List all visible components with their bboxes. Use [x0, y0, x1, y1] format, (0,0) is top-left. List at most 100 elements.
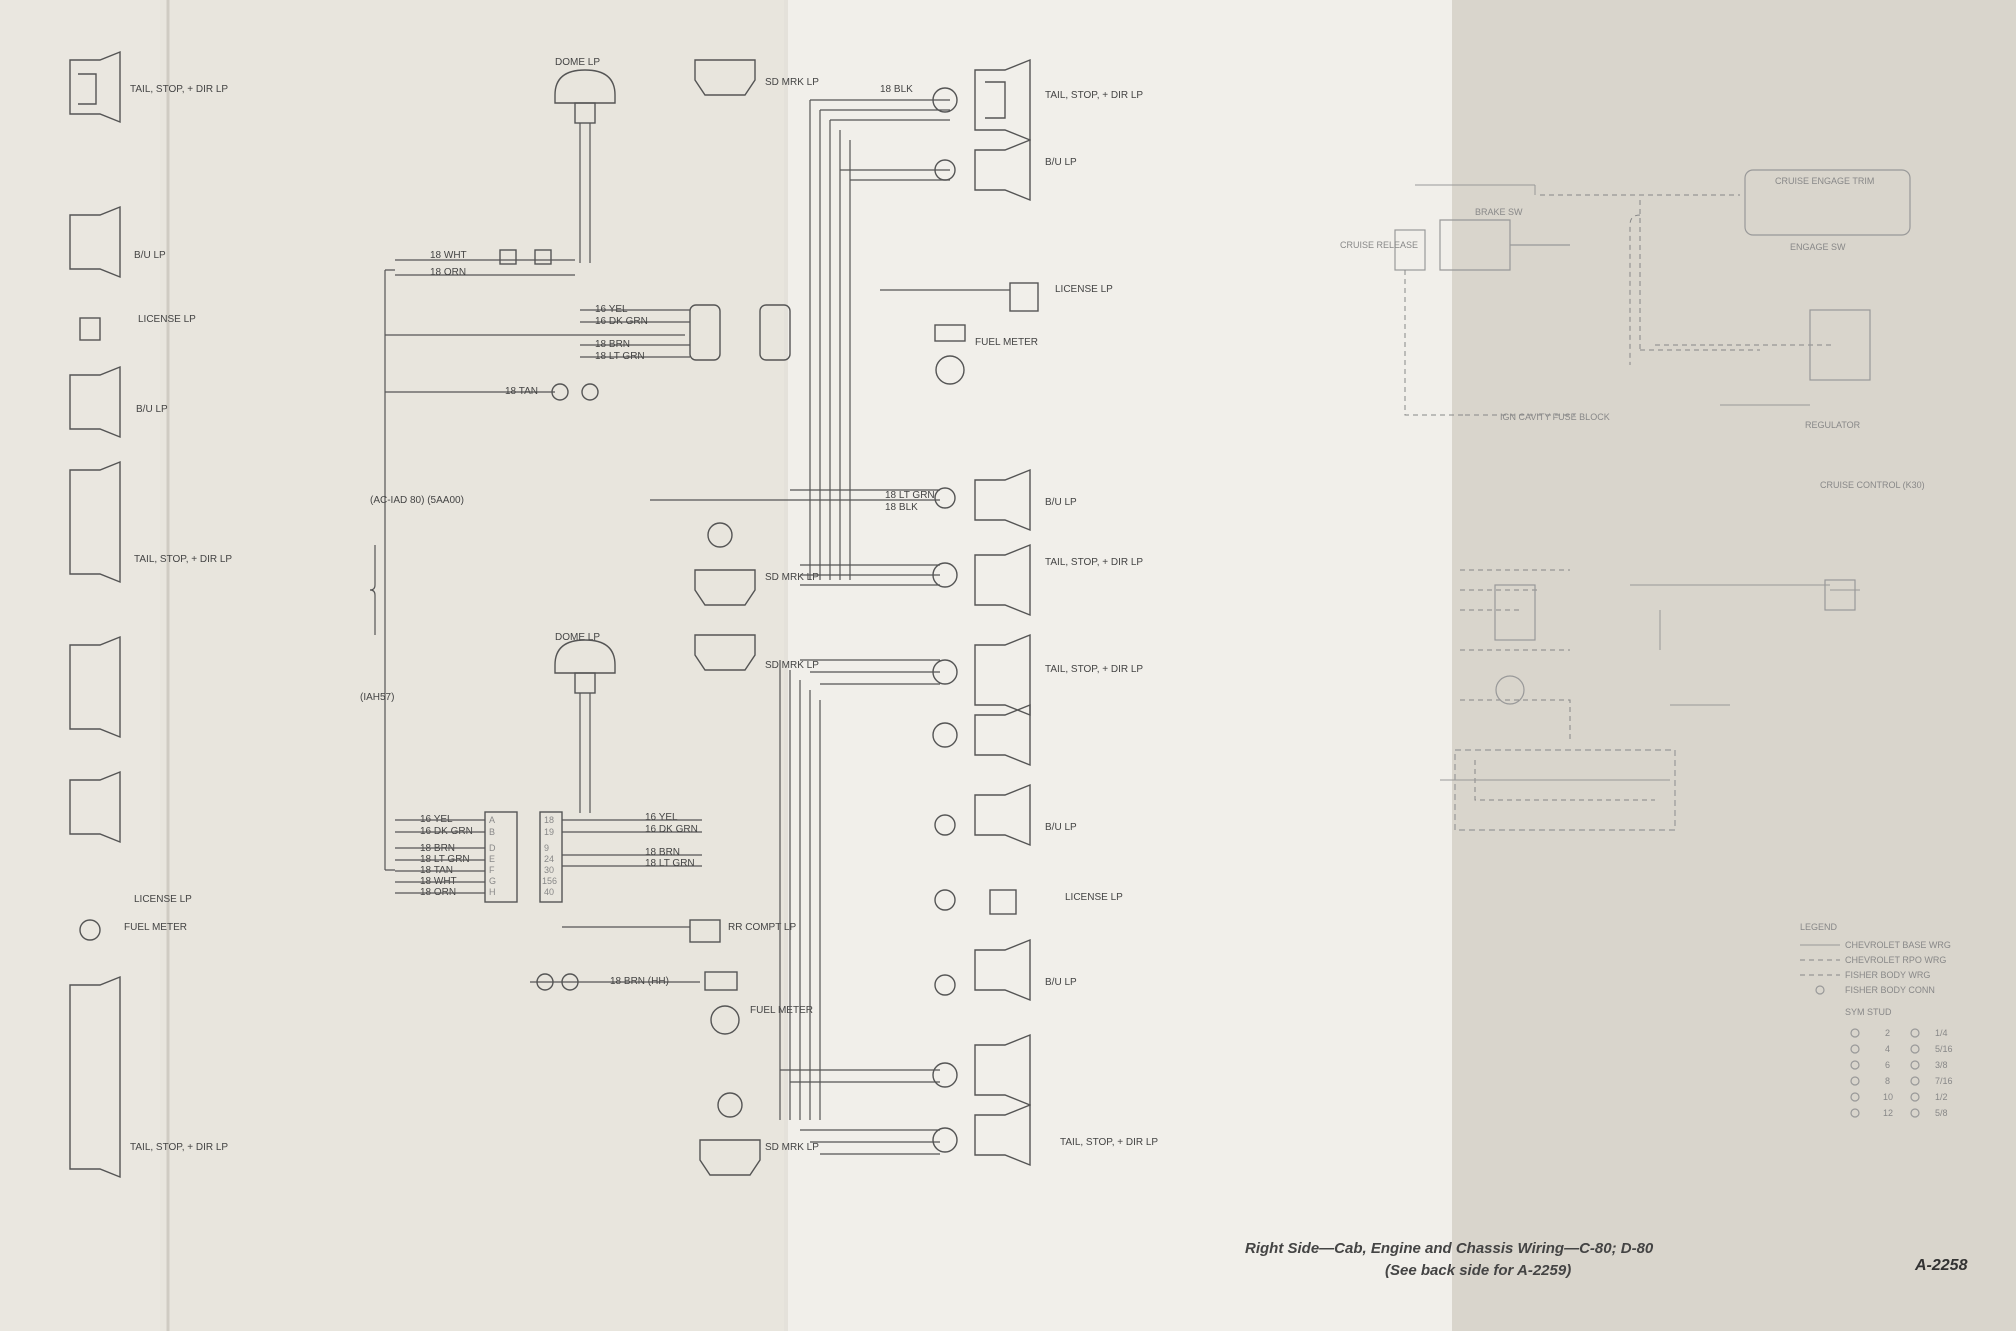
license-lamp-bottom	[989, 889, 1017, 915]
splice-connector-2	[759, 304, 791, 361]
cruise-release-label: CRUISE RELEASE	[1340, 240, 1418, 250]
pin-d: D	[489, 843, 496, 853]
num-156: 156	[542, 876, 557, 886]
legend-sym-header: SYM STUD	[1845, 1007, 1892, 1017]
sd-mrk-lamp-3	[694, 634, 756, 671]
stud-5-16: 5/16	[1935, 1044, 1953, 1054]
license-lamp-top	[1009, 282, 1039, 312]
stud-4: 4	[1885, 1044, 1890, 1054]
fuel-meter-top	[935, 355, 965, 385]
pin-h: H	[489, 887, 496, 897]
stud-8: 8	[1885, 1076, 1890, 1086]
bu-lp-2-label: B/U LP	[1045, 497, 1077, 508]
bu-lp-3-label: B/U LP	[1045, 822, 1077, 833]
fuel-meter-bottom-label: FUEL METER	[750, 1005, 813, 1016]
option-iah-label: (IAH57)	[360, 692, 394, 703]
bu-lp-1-label: B/U LP	[1045, 157, 1077, 168]
num-40: 40	[544, 887, 554, 897]
wire-blk-bu2: 18 BLK	[885, 502, 918, 513]
bu-lamp-4	[974, 938, 1031, 1002]
num-18: 18	[544, 815, 554, 825]
bu-lamp-3	[974, 783, 1031, 847]
tail-stop-1-label: TAIL, STOP, + DIR LP	[1045, 90, 1143, 101]
num-9: 9	[544, 843, 549, 853]
wire-16-dk-grn-label: 16 DK GRN	[595, 316, 648, 327]
legend-item-fisher-conn: FISHER BODY CONN	[1845, 985, 1935, 995]
bw-r-18-lt-grn: 18 LT GRN	[645, 858, 695, 869]
sheet-number: A-2258	[1914, 1257, 1968, 1274]
dome-lamp-bottom-symbol	[554, 639, 616, 674]
bw-r-16-dk-grn: 16 DK GRN	[645, 824, 698, 835]
rr-compt-lamp	[689, 919, 721, 943]
pin-e: E	[489, 854, 495, 864]
dome-lp-bottom-label: DOME LP	[555, 632, 600, 643]
fuel-meter-top-label: FUEL METER	[975, 337, 1038, 348]
legend-stud-table: 2 4 6 8 10 12 1/4 5/16 3/8 7/16 1/2 5/8	[1850, 1028, 1953, 1118]
cruise-control-label: CRUISE CONTROL (K30)	[1820, 480, 1925, 490]
wire-top-blk-label: 18 BLK	[880, 84, 913, 95]
wire-lt-grn-bu2: 18 LT GRN	[885, 490, 935, 501]
sd-mrk-lp-1-label: SD MRK LP	[765, 77, 819, 88]
num-19: 19	[544, 827, 554, 837]
left-label-bu-lp-2: B/U LP	[136, 404, 168, 415]
stud-10: 10	[1883, 1092, 1893, 1102]
pin-a: A	[489, 815, 495, 825]
diagram-caption-line1: Right Side—Cab, Engine and Chassis Wirin…	[1245, 1240, 1654, 1257]
legend-item-base: CHEVROLET BASE WRG	[1845, 940, 1951, 950]
num-24: 24	[544, 854, 554, 864]
pin-g: G	[489, 876, 496, 886]
left-label-tail-stop: TAIL, STOP, + DIR LP	[130, 84, 228, 95]
brake-sw-label: BRAKE SW	[1475, 207, 1523, 217]
sd-mrk-lamp-1	[694, 59, 756, 96]
bottom-circuit: DOME LP SD MRK LP A B D E F G H 18 19 9 …	[395, 632, 1158, 1176]
cruise-switch-box	[1744, 169, 1911, 236]
wire-18-wht-label: 18 WHT	[430, 250, 467, 261]
wire-18-lt-grn-label: 18 LT GRN	[595, 351, 645, 362]
left-label-tail-stop-2: TAIL, STOP, + DIR LP	[134, 554, 232, 565]
stud-3-8: 3/8	[1935, 1060, 1948, 1070]
bu-lamp-1	[974, 138, 1031, 202]
license-lp-bottom-label: LICENSE LP	[1065, 892, 1123, 903]
option-ac-label: (AC-IAD 80) (5AA00)	[370, 495, 464, 506]
tail-stop-3-label: TAIL, STOP, + DIR LP	[1045, 664, 1143, 675]
bu-lamp-2	[974, 468, 1031, 532]
sd-mrk-lp-3-label: SD MRK LP	[765, 660, 819, 671]
stud-12: 12	[1883, 1108, 1893, 1118]
top-circuit: DOME LP SD MRK LP 18 WHT 18 ORN 16 YEL 1…	[360, 57, 1143, 871]
stud-1-4: 1/4	[1935, 1028, 1948, 1038]
left-label-tail-stop-3: TAIL, STOP, + DIR LP	[130, 1142, 228, 1153]
cruise-switch-header: CRUISE ENGAGE TRIM	[1775, 176, 1874, 186]
legend-item-rpo: CHEVROLET RPO WRG	[1845, 955, 1946, 965]
sd-mrk-lp-4-label: SD MRK LP	[765, 1142, 819, 1153]
stud-1-2: 1/2	[1935, 1092, 1948, 1102]
pin-f: F	[489, 865, 495, 875]
dome-lamp-top-symbol	[554, 69, 616, 104]
connector-block-right	[539, 811, 563, 903]
center-right-panel	[786, 0, 1452, 1331]
wire-16-yel-label: 16 YEL	[595, 304, 628, 315]
fuel-meter-bottom	[710, 1005, 740, 1035]
tail-stop-2-label: TAIL, STOP, + DIR LP	[1045, 557, 1143, 568]
connector-block-left	[484, 811, 518, 903]
pin-b: B	[489, 827, 495, 837]
tail-stop-lamp-3b	[974, 703, 1031, 767]
left-label-fuel-meter: FUEL METER	[124, 922, 187, 933]
legend-title: LEGEND	[1800, 922, 1838, 932]
wire-18-brn-label: 18 BRN	[595, 339, 630, 350]
tail-stop-4-label: TAIL, STOP, + DIR LP	[1060, 1137, 1158, 1148]
bw-r-16-yel: 16 YEL	[645, 812, 678, 823]
wire-18-tan-label: 18 TAN	[505, 386, 538, 397]
bw-r-18-brn: 18 BRN	[645, 847, 680, 858]
left-label-bu-lp: B/U LP	[134, 250, 166, 261]
regulator-box	[1809, 309, 1871, 381]
rr-compt-lp-label: RR COMPT LP	[728, 922, 796, 933]
wire-18-tan-hot-label: 18 BRN (HH)	[610, 976, 669, 987]
left-page-panel	[0, 0, 168, 1331]
tail-stop-lamp-2	[974, 543, 1031, 617]
sd-mrk-lp-2-label: SD MRK LP	[765, 572, 819, 583]
stud-5-8: 5/8	[1935, 1108, 1948, 1118]
legend: LEGEND CHEVROLET BASE WRG CHEVROLET RPO …	[1800, 922, 1953, 1118]
sd-mrk-lamp-4	[699, 1139, 761, 1176]
